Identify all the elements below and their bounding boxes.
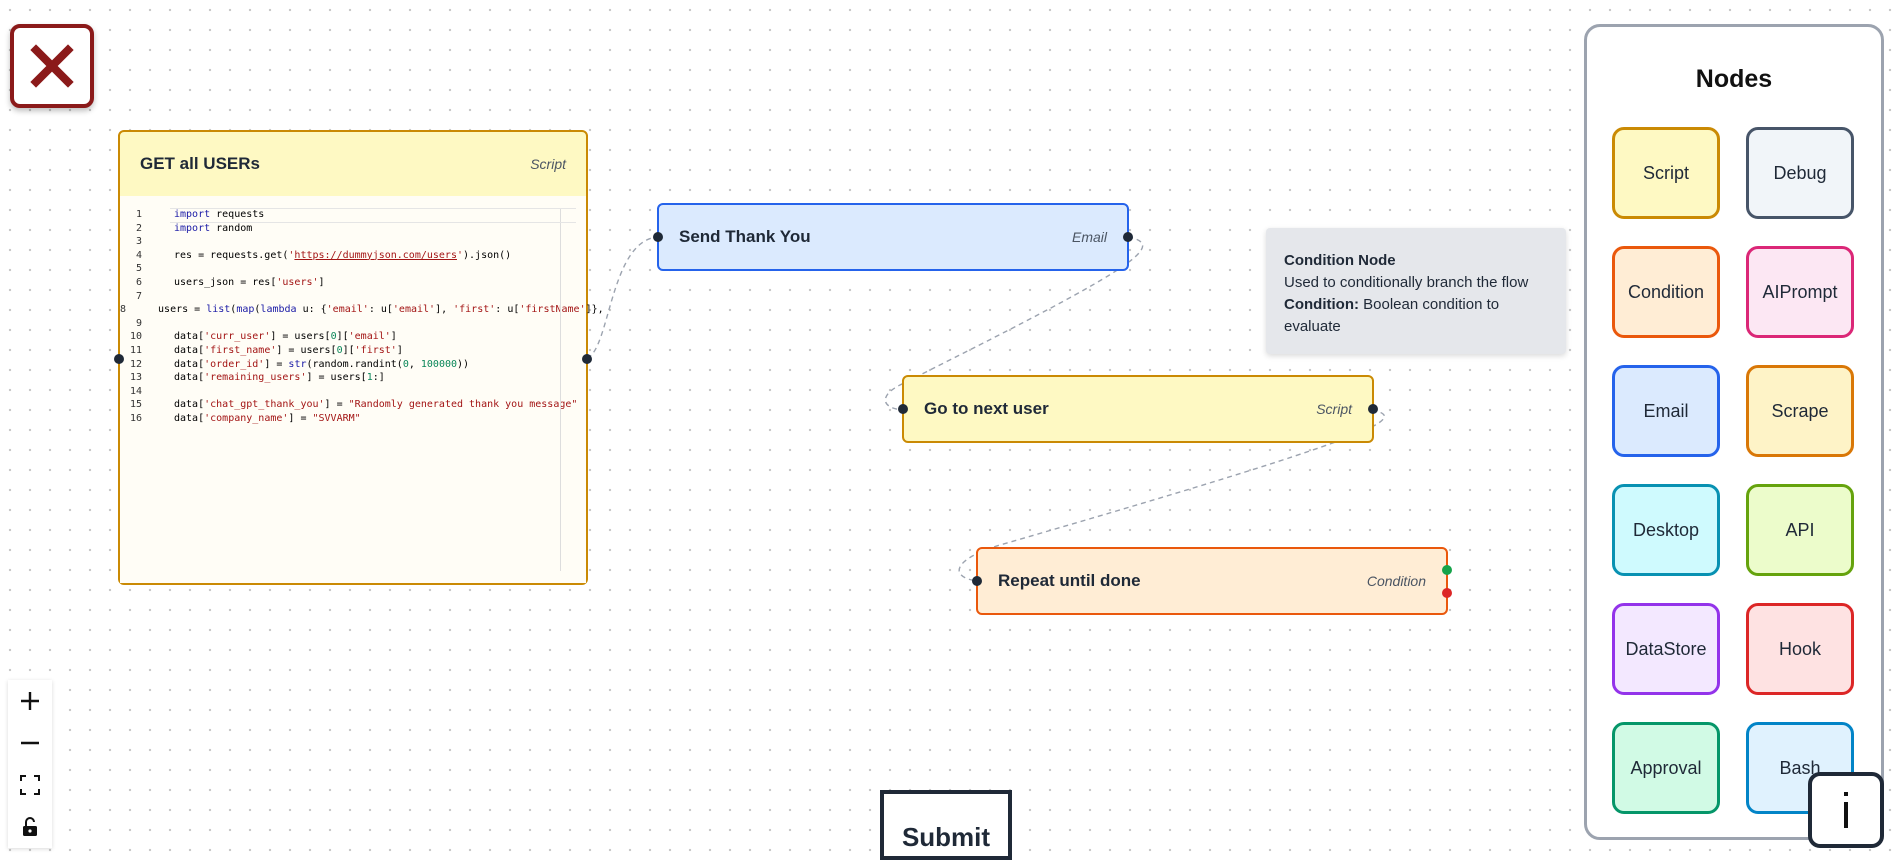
palette-email[interactable]: Email: [1612, 365, 1720, 457]
false-output-handle[interactable]: [1442, 588, 1452, 598]
node-tooltip: Condition Node Used to conditionally bra…: [1266, 228, 1566, 354]
fullscreen-icon: [20, 775, 40, 795]
plus-icon: [21, 692, 39, 710]
edge-next-to-condition: [958, 409, 1385, 582]
tooltip-heading: Condition Node: [1284, 252, 1396, 269]
close-icon: [30, 44, 74, 88]
submit-label: Submit: [901, 822, 991, 852]
true-output-handle[interactable]: [1442, 565, 1452, 575]
node-title: Send Thank You: [679, 227, 811, 246]
palette-datastore[interactable]: DataStore: [1612, 603, 1720, 695]
palette-script[interactable]: Script: [1612, 127, 1720, 219]
input-handle[interactable]: [114, 354, 124, 364]
info-button[interactable]: [1808, 772, 1884, 848]
edge-email-to-next: [884, 236, 1144, 411]
zoom-in-button[interactable]: [8, 680, 52, 722]
palette-debug[interactable]: Debug: [1746, 127, 1854, 219]
minus-icon: [21, 741, 39, 745]
fit-view-button[interactable]: [8, 764, 52, 806]
tooltip-field-text: Boolean condition to evaluate: [1284, 296, 1500, 335]
condition-node-repeat-until-done[interactable]: Repeat until done Condition: [972, 547, 1452, 615]
palette-bash[interactable]: Bash: [1746, 722, 1854, 814]
input-handle[interactable]: [653, 232, 663, 242]
node-type: Condition: [1366, 573, 1426, 589]
node-header: GET all USERs Script: [120, 132, 586, 196]
node-type: Email: [1071, 229, 1107, 245]
lock-icon: [23, 817, 37, 836]
node-type: Script: [1316, 401, 1352, 417]
input-handle[interactable]: [898, 404, 908, 414]
info-icon: [1844, 792, 1848, 828]
zoom-controls: [8, 680, 52, 848]
edge-script-to-email: [586, 236, 659, 359]
node-title: GET all USERs: [140, 154, 260, 173]
close-button[interactable]: [10, 24, 94, 108]
output-handle[interactable]: [582, 354, 592, 364]
node-type: Script: [530, 156, 566, 172]
palette-aiprompt[interactable]: AIPrompt: [1746, 246, 1854, 338]
palette-hook[interactable]: Hook: [1746, 603, 1854, 695]
input-handle[interactable]: [972, 576, 982, 586]
panel-title: Nodes: [1695, 65, 1773, 93]
node-title: Repeat until done: [998, 571, 1141, 590]
output-handle[interactable]: [1123, 232, 1133, 242]
script-node-go-to-next-user[interactable]: Go to next user Script: [898, 375, 1378, 443]
lock-button[interactable]: [8, 806, 52, 848]
node-title: Go to next user: [924, 399, 1049, 418]
palette-approval[interactable]: Approval: [1612, 722, 1720, 814]
email-node-send-thank-you[interactable]: Send Thank You Email: [653, 203, 1133, 271]
palette-condition[interactable]: Condition: [1612, 246, 1720, 338]
tooltip-description: Used to conditionally branch the flow: [1284, 274, 1529, 291]
zoom-out-button[interactable]: [8, 722, 52, 764]
output-handle[interactable]: [1368, 404, 1378, 414]
palette-desktop[interactable]: Desktop: [1612, 484, 1720, 576]
palette-api[interactable]: API: [1746, 484, 1854, 576]
nodes-panel: Nodes Script Debug Condition AIPrompt Em…: [1584, 24, 1884, 840]
tooltip-field-label: Condition:: [1284, 296, 1359, 313]
submit-button[interactable]: Submit: [880, 790, 1012, 860]
palette-scrape[interactable]: Scrape: [1746, 365, 1854, 457]
